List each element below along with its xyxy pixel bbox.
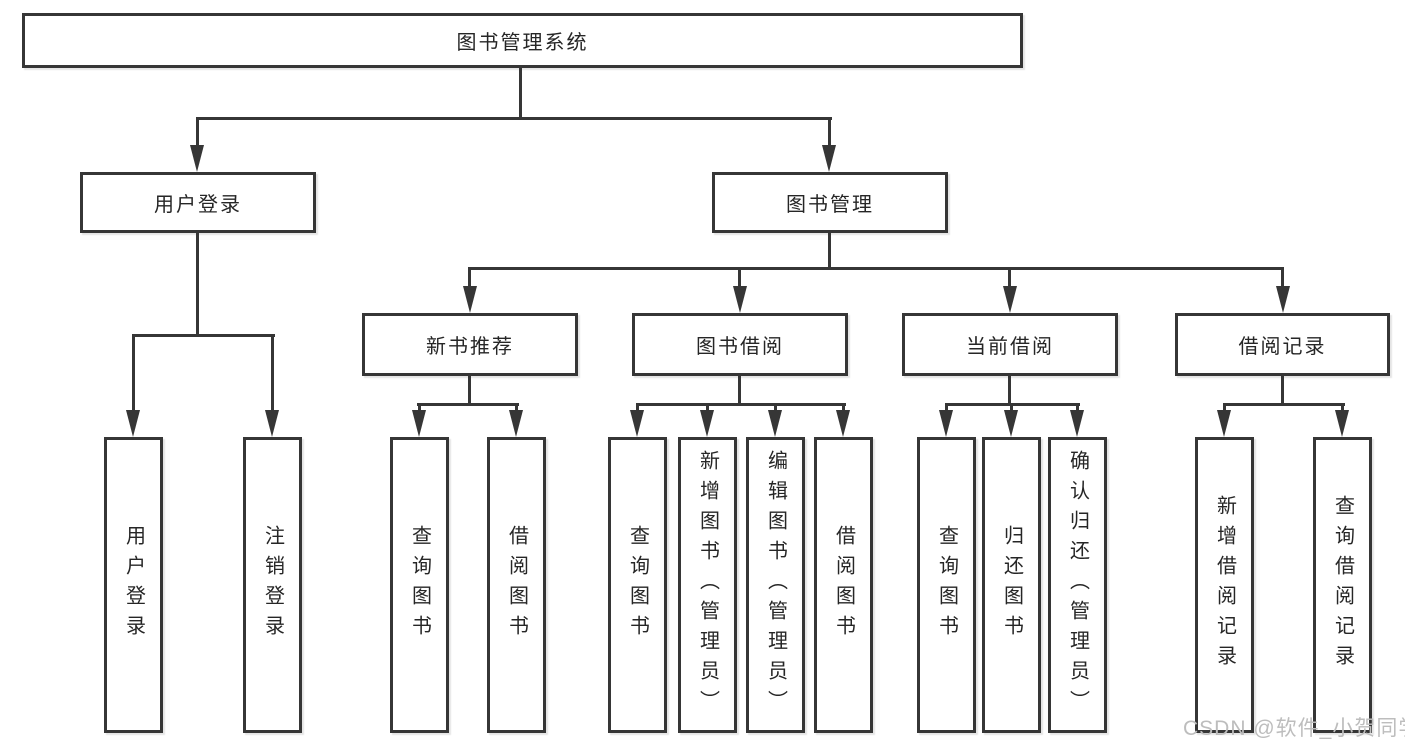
leaf-cb-return-books-label: 归还图书 (1000, 525, 1023, 645)
leaf-nb-borrow-books-label: 借阅图书 (505, 525, 528, 645)
connector-line (1281, 268, 1284, 290)
arrow-down-icon (1004, 410, 1018, 437)
leaf-bb-add-books-admin-label: 新增图书（管理员） (696, 450, 719, 720)
connector-line (738, 376, 741, 406)
arrow-down-icon (822, 145, 836, 172)
node-new-book-recommend-label: 新书推荐 (426, 336, 514, 358)
connector-line (196, 118, 199, 148)
arrow-down-icon (630, 410, 644, 437)
arrow-down-icon (265, 410, 279, 437)
arrow-down-icon (836, 410, 850, 437)
connector-line (636, 404, 639, 413)
leaf-cb-confirm-return-admin: 确认归还（管理员） (1048, 437, 1107, 733)
connector-line (738, 268, 741, 290)
connector-line (196, 117, 832, 120)
arrow-down-icon (190, 145, 204, 172)
leaf-logout: 注销登录 (243, 437, 302, 733)
leaf-bb-edit-books-admin-label: 编辑图书（管理员） (764, 450, 787, 720)
arrow-down-icon (1276, 286, 1290, 313)
leaf-br-add-borrow-record-label: 新增借阅记录 (1213, 495, 1236, 675)
leaf-user-login: 用户登录 (104, 437, 163, 733)
connector-line (842, 404, 845, 413)
arrow-down-icon (700, 410, 714, 437)
node-book-management-label: 图书管理 (786, 194, 874, 216)
connector-line (1223, 404, 1226, 413)
connector-line (828, 233, 831, 270)
leaf-br-query-borrow-record-label: 查询借阅记录 (1331, 495, 1354, 675)
connector-line (196, 233, 199, 337)
arrow-down-icon (412, 410, 426, 437)
arrow-down-icon (463, 286, 477, 313)
connector-line (1008, 376, 1011, 406)
node-current-borrow-label: 当前借阅 (966, 336, 1054, 358)
connector-line (271, 334, 274, 412)
connector-line (1076, 404, 1079, 413)
leaf-bb-borrow-books-label: 借阅图书 (832, 525, 855, 645)
connector-line (1341, 404, 1344, 413)
leaf-nb-query-books: 查询图书 (390, 437, 449, 733)
node-borrow-records: 借阅记录 (1175, 313, 1390, 376)
node-book-borrow: 图书借阅 (632, 313, 848, 376)
connector-line (828, 118, 831, 148)
leaf-logout-label: 注销登录 (261, 525, 284, 645)
connector-line (1281, 376, 1284, 406)
csdn-watermark: CSDN @软件_小贺同学 (1183, 717, 1405, 740)
connector-line (468, 267, 1284, 270)
leaf-cb-return-books: 归还图书 (982, 437, 1041, 733)
connector-line (132, 334, 135, 412)
node-book-management: 图书管理 (712, 172, 948, 233)
connector-line (1010, 404, 1013, 413)
leaf-br-add-borrow-record: 新增借阅记录 (1195, 437, 1254, 733)
node-current-borrow: 当前借阅 (902, 313, 1118, 376)
node-borrow-records-label: 借阅记录 (1238, 336, 1327, 358)
connector-line (1008, 268, 1011, 290)
connector-line (468, 376, 471, 406)
node-root: 图书管理系统 (22, 13, 1023, 68)
leaf-bb-borrow-books: 借阅图书 (814, 437, 873, 733)
arrow-down-icon (1217, 410, 1231, 437)
arrow-down-icon (1335, 410, 1349, 437)
leaf-bb-query-books-label: 查询图书 (626, 525, 649, 645)
leaf-nb-query-books-label: 查询图书 (408, 525, 431, 645)
connector-line (1223, 403, 1345, 406)
node-user-login: 用户登录 (80, 172, 316, 233)
leaf-cb-confirm-return-admin-label: 确认归还（管理员） (1066, 450, 1089, 720)
leaf-nb-borrow-books: 借阅图书 (487, 437, 546, 733)
connector-line (636, 403, 846, 406)
arrow-down-icon (509, 410, 523, 437)
leaf-cb-query-books-label: 查询图书 (935, 525, 958, 645)
connector-line (945, 404, 948, 413)
node-root-label: 图书管理系统 (456, 32, 589, 54)
leaf-bb-add-books-admin: 新增图书（管理员） (678, 437, 737, 733)
connector-line (515, 404, 518, 413)
connector-line (706, 404, 709, 413)
arrow-down-icon (1070, 410, 1084, 437)
connector-line (132, 334, 275, 337)
leaf-bb-edit-books-admin: 编辑图书（管理员） (746, 437, 805, 733)
node-new-book-recommend: 新书推荐 (362, 313, 578, 376)
arrow-down-icon (733, 286, 747, 313)
connector-line (418, 404, 421, 413)
leaf-br-query-borrow-record: 查询借阅记录 (1313, 437, 1372, 733)
arrow-down-icon (939, 410, 953, 437)
node-book-borrow-label: 图书借阅 (696, 336, 784, 358)
node-user-login-label: 用户登录 (154, 194, 242, 216)
connector-line (468, 268, 471, 290)
arrow-down-icon (1003, 286, 1017, 313)
connector-line (774, 404, 777, 413)
leaf-bb-query-books: 查询图书 (608, 437, 667, 733)
connector-line (519, 68, 522, 118)
connector-line (417, 403, 519, 406)
arrow-down-icon (126, 410, 140, 437)
leaf-user-login-label: 用户登录 (122, 525, 145, 645)
leaf-cb-query-books: 查询图书 (917, 437, 976, 733)
arrow-down-icon (768, 410, 782, 437)
